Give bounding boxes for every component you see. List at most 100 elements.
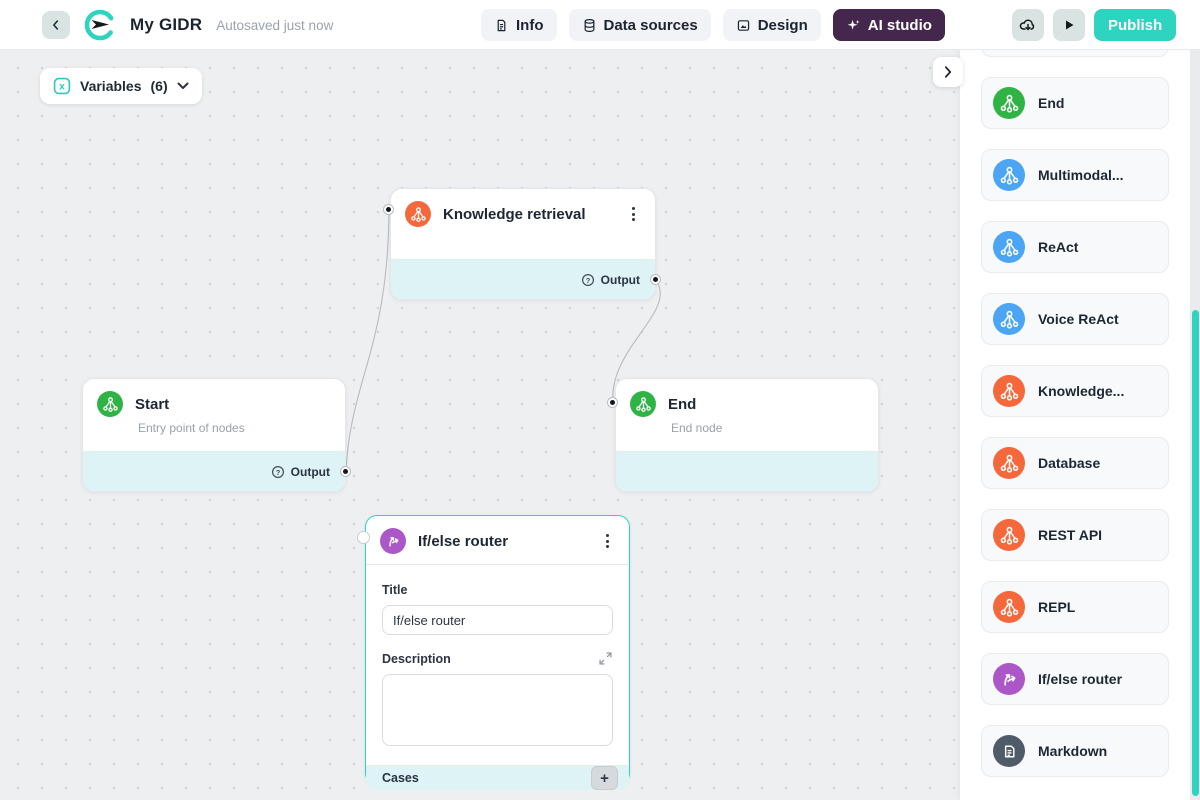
node-knowledge-retrieval[interactable]: Knowledge retrieval ? Output [390, 188, 656, 300]
port-start-output[interactable] [340, 466, 351, 477]
sidebar-item-label: If/else router [1038, 671, 1123, 687]
chevron-right-icon [944, 66, 952, 78]
publish-button[interactable]: Publish [1094, 9, 1177, 41]
variable-icon: x [53, 77, 71, 95]
publish-label: Publish [1108, 16, 1163, 34]
port-ifelse-input[interactable] [357, 531, 370, 544]
ifelse-node-icon [380, 528, 406, 554]
header-tabs: Info Data sources Design [481, 9, 945, 41]
cases-label: Cases [382, 771, 419, 785]
autosave-status: Autosaved just now [216, 17, 334, 33]
title-input[interactable] [382, 605, 613, 635]
top-bar: My GIDR Autosaved just now Info Data sou… [0, 0, 1200, 50]
node-type-icon [993, 735, 1025, 767]
output-label: Output [290, 464, 330, 479]
scrollbar-thumb[interactable] [1191, 310, 1199, 796]
node-title: End [668, 395, 697, 413]
help-circle-icon: ? [581, 273, 594, 286]
expand-icon[interactable] [598, 651, 613, 666]
edge-start-to-knowledge [345, 209, 390, 473]
sidebar-item-label: Database [1038, 455, 1101, 471]
node-title: If/else router [418, 532, 509, 550]
play-icon [1066, 20, 1074, 30]
tab-label: Info [516, 16, 544, 34]
node-title: Knowledge retrieval [443, 205, 586, 223]
tab-info[interactable]: Info [481, 9, 557, 41]
sidebar-item-knowledge[interactable]: Knowledge... [981, 365, 1169, 417]
port-knowledge-input[interactable] [383, 204, 394, 215]
tab-ai-studio[interactable]: AI studio [832, 9, 945, 41]
node-type-icon [993, 375, 1025, 407]
app-logo [84, 9, 116, 41]
document-icon [497, 19, 506, 31]
svg-text:x: x [59, 82, 65, 93]
node-type-icon [993, 87, 1025, 119]
node-type-icon [993, 519, 1025, 551]
node-start[interactable]: Start Entry point of nodes ? Output [82, 378, 346, 492]
title-field-label: Title [382, 583, 408, 597]
sidebar-item-label: REST API [1038, 527, 1103, 543]
sidebar-item-end[interactable]: End [981, 77, 1169, 129]
tab-data-sources[interactable]: Data sources [568, 9, 711, 41]
node-subtitle: Entry point of nodes [138, 421, 245, 435]
add-case-button[interactable]: + [591, 766, 618, 790]
chevron-left-icon [53, 20, 59, 30]
variables-label: Variables [80, 78, 142, 94]
output-label: Output [600, 272, 640, 287]
end-node-icon [630, 391, 656, 417]
sidebar-item-label: REPL [1038, 599, 1076, 615]
node-footer [616, 451, 878, 491]
node-type-icon [993, 159, 1025, 191]
node-output-row: ? Output [83, 451, 345, 491]
node-ifelse-router[interactable]: If/else router Title Description Cases + [365, 515, 630, 790]
sidebar-item-react[interactable]: ReAct [981, 221, 1169, 273]
variables-count: (6) [150, 78, 168, 94]
app-title: My GIDR [130, 15, 203, 34]
sidebar-item-markdown[interactable]: Markdown [981, 725, 1169, 777]
sidebar-item-label: Markdown [1038, 743, 1108, 759]
sidebar-item-partial[interactable] [981, 50, 1169, 57]
image-icon [737, 19, 749, 31]
start-node-icon [97, 391, 123, 417]
node-type-icon [993, 663, 1025, 695]
database-icon [584, 18, 594, 32]
export-button[interactable] [1012, 9, 1044, 41]
node-end[interactable]: End End node [615, 378, 879, 492]
sidebar-collapse-button[interactable] [933, 57, 963, 87]
node-menu-button[interactable] [600, 530, 615, 552]
chevron-down-icon [177, 82, 189, 89]
description-textarea[interactable] [382, 674, 613, 746]
sidebar-item-voice-react[interactable]: Voice ReAct [981, 293, 1169, 345]
node-title: Start [135, 395, 170, 413]
tab-label: Data sources [603, 16, 698, 34]
port-knowledge-output[interactable] [650, 274, 661, 285]
tab-design[interactable]: Design [722, 9, 821, 41]
sidebar-item-label: End [1038, 95, 1065, 111]
node-palette: End Multimodal... ReAct Voice ReAct Know… [960, 50, 1200, 800]
sidebar-item-if-else-router[interactable]: If/else router [981, 653, 1169, 705]
sidebar-item-database[interactable]: Database [981, 437, 1169, 489]
description-field-label: Description [382, 651, 451, 666]
sidebar-item-multimodal[interactable]: Multimodal... [981, 149, 1169, 201]
tab-label: AI studio [867, 16, 932, 34]
node-type-icon [993, 447, 1025, 479]
sidebar-item-rest-api[interactable]: REST API [981, 509, 1169, 561]
help-circle-icon: ? [271, 465, 284, 478]
svg-text:?: ? [275, 467, 280, 476]
node-menu-button[interactable] [626, 203, 641, 225]
port-end-input[interactable] [607, 397, 618, 408]
sidebar-item-label: Voice ReAct [1038, 311, 1119, 327]
tab-label: Design [757, 16, 808, 34]
variables-button[interactable]: x Variables (6) [40, 68, 202, 104]
node-output-row: ? Output [391, 259, 655, 299]
run-button[interactable] [1053, 9, 1085, 41]
sidebar-scrollbar[interactable] [1190, 50, 1200, 800]
sidebar-item-label: Multimodal... [1038, 167, 1124, 183]
sidebar-item-repl[interactable]: REPL [981, 581, 1169, 633]
sparkles-icon [847, 19, 860, 30]
cloud-download-icon [1019, 19, 1035, 31]
back-button[interactable] [42, 11, 70, 39]
svg-text:?: ? [585, 275, 590, 284]
sidebar-item-label: Knowledge... [1038, 383, 1125, 399]
flow-canvas[interactable]: x Variables (6) Knowledge retrieval ? Ou… [0, 50, 960, 800]
